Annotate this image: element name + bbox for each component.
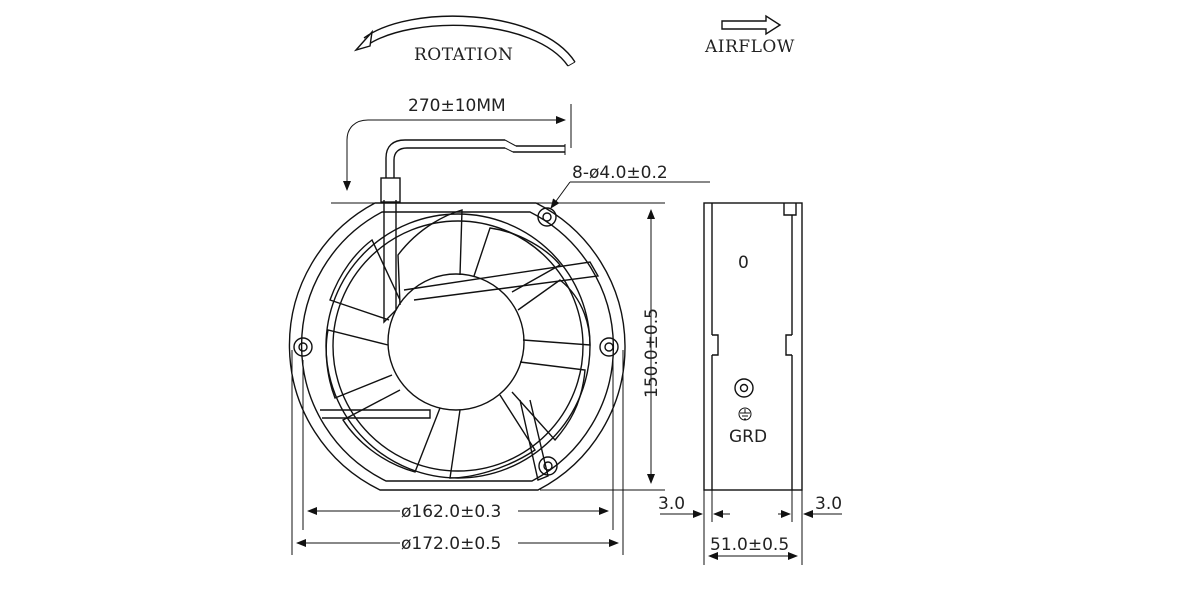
mounting-hole-left <box>293 337 313 357</box>
outer-diameter-label: ø172.0±0.5 <box>401 534 501 554</box>
mounting-hole-top-right <box>537 207 557 227</box>
hollow-arrow-right-icon <box>721 14 782 36</box>
fan-housing-outline <box>288 202 626 491</box>
rotation-label: ROTATION <box>414 45 513 65</box>
rib-right-label: 3.0 <box>815 494 842 514</box>
frame-ribs <box>320 200 600 481</box>
curved-arrow-ccw-icon <box>353 15 576 67</box>
fan-hub <box>387 273 525 411</box>
airflow-indicator: AIRFLOW <box>704 14 795 57</box>
inner-diameter-label: ø162.0±0.3 <box>401 502 501 522</box>
terminal-screw-icon <box>734 378 754 398</box>
fan-front-view: 8-ø4.0±0.2 <box>288 163 710 491</box>
rotation-indicator: ROTATION <box>353 15 576 67</box>
mounting-hole-bottom-right <box>538 456 558 476</box>
airflow-label: AIRFLOW <box>704 37 795 57</box>
side-mark-label: 0 <box>738 253 749 273</box>
diameter-dimensions: ø162.0±0.3 ø172.0±0.5 <box>291 350 624 555</box>
side-view-dimensions: 3.0 3.0 51.0±0.5 <box>658 490 842 565</box>
mounting-holes <box>293 207 619 476</box>
rib-left-label: 3.0 <box>658 494 685 514</box>
venturi-ring <box>325 213 591 479</box>
fan-blades <box>325 209 591 479</box>
height-label: 150.0±0.5 <box>642 308 662 398</box>
side-view-outline <box>703 202 803 491</box>
height-dimension: 150.0±0.5 <box>642 209 662 484</box>
lead-length-label: 270±10MM <box>408 96 506 116</box>
ground-symbol-icon <box>738 407 752 421</box>
lead-wires <box>380 139 566 203</box>
fan-side-view: 0 GRD <box>703 202 803 491</box>
ground-label: GRD <box>729 427 767 447</box>
mounting-hole-right <box>599 337 619 357</box>
lead-length-dimension: 270±10MM <box>343 96 572 191</box>
depth-label: 51.0±0.5 <box>710 535 789 555</box>
mount-hole-label: 8-ø4.0±0.2 <box>572 163 668 183</box>
